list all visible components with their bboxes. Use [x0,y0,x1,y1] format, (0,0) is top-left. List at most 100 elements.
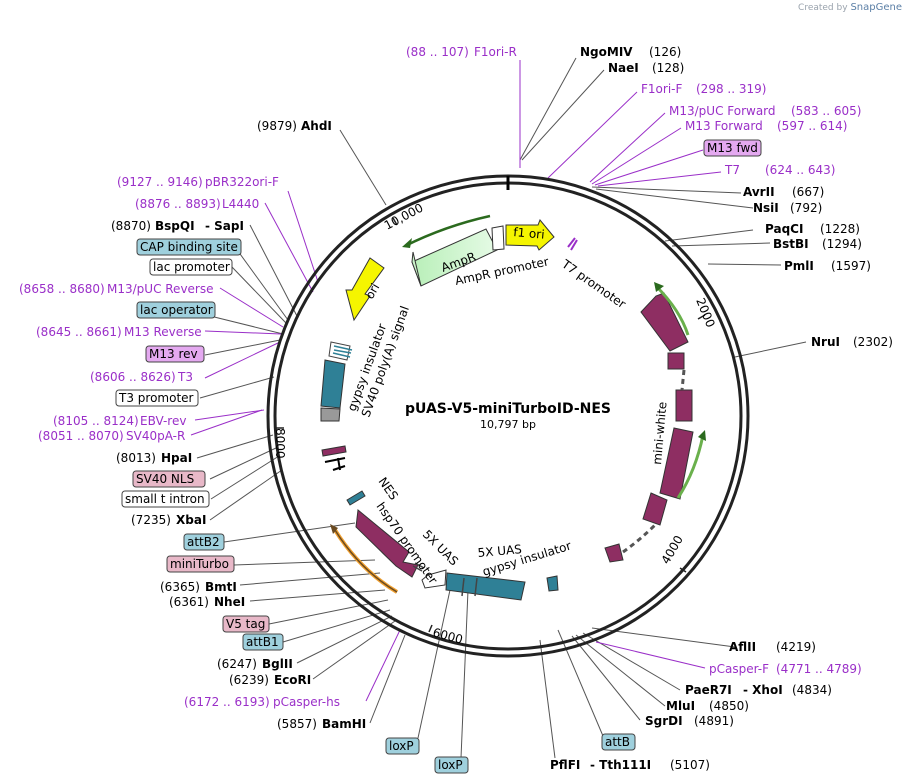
tick-label-4000: 4000 [658,533,685,566]
box-miniturbo-label: miniTurbo [170,557,229,571]
f1-ori-arrow[interactable] [505,219,555,251]
enzyme-nsii-pos: (792) [790,201,822,215]
box-cap-binding-site [136,238,242,256]
enzyme-ngomiv-pos: (126) [649,45,681,59]
box-t3-promoter-label: T3 promoter [118,391,194,405]
box-lac-operator [136,301,216,319]
enzyme-xbai-name: XbaI [176,513,206,527]
enzyme-ecori-name: EcoRI [274,673,311,687]
primer-m13puc-f-range: (583 .. 605) [791,104,861,118]
mini-white-exon-1[interactable] [667,352,685,370]
enzyme-ecori-pos: (6239) [229,673,269,687]
mini-white-exon-3[interactable] [659,427,694,500]
enzyme-avrii-name: AvrII [743,185,775,199]
tick-label-2000: 2000 [693,296,717,330]
nes-feature[interactable] [346,490,366,506]
enzyme-ahdi-pos: (9879) [257,119,297,133]
sv40-polya-tail [320,407,341,422]
primer-pcasper-f-range: (4771 .. 4789) [776,662,862,676]
uas-block[interactable] [445,572,526,601]
enzyme-xhoi-name: - XhoI [743,683,783,697]
miniturbo-arrow[interactable] [355,509,419,578]
box-sv40-nls-label: SV40 NLS [136,472,194,486]
box-attb [601,733,636,751]
primer-f1ori-r-range: (88 .. 107) [406,45,469,59]
miniturbo-direction-head [330,524,338,534]
primer-t3-name: T3 [177,370,193,384]
gypsy-insulator-right[interactable] [546,575,559,592]
box-attb1 [242,633,284,651]
box-small-t-intron [121,490,210,508]
enzyme-paqci-pos: (1228) [820,222,860,236]
ampr-direction-head [402,238,412,248]
enzyme-bamhi-pos: (5857) [277,717,317,731]
enzyme-bspqi-name: BspQI [155,219,195,233]
box-cap-binding-site-label: CAP binding site [140,240,238,254]
primer-t3-range: (8606 .. 8626) [90,370,176,384]
feature-mini-white: mini-white [650,401,669,465]
box-lac-operator-label: lac operator [140,303,213,317]
box-t3-promoter [115,389,199,407]
primer-pcasper-hs-name: pCasper-hs [273,695,340,709]
primer-ebv-name: EBV-rev [140,414,186,428]
primer-l4440-name: L4440 [222,197,259,211]
enzyme-paer7i-pos: (4834) [792,683,832,697]
primer-f1ori-f-range: (298 .. 319) [696,82,766,96]
feature-t7-promoter: T7 promoter [558,256,628,311]
primer-m13-r-range: (8645 .. 8661) [36,325,122,339]
box-loxp-1-label: loxP [389,739,414,753]
enzyme-nrui-name: NruI [811,335,840,349]
feature-f1-ori: f1 ori [513,225,545,242]
enzyme-bstbi-pos: (1294) [822,237,862,251]
enzyme-bspqi-pos: (8870) [111,219,151,233]
attb-marks [412,562,478,597]
enzyme-sapi-name: - SapI [205,219,244,233]
snapgene-logo: SnapGene [850,2,902,13]
enzyme-pmli-pos: (1597) [831,259,871,273]
enzyme-ahdi-name: AhdI [301,119,332,133]
primer-pcasper-f-name: pCasper-F [709,662,769,676]
ampr-arrowhead [411,251,422,287]
enzyme-bmti-name: BmtI [205,580,237,594]
enzyme-bglii-name: BglII [262,657,293,671]
features-layer [320,214,706,601]
mini-white-exon-4[interactable] [642,492,668,526]
primer-m13-f-name: M13 Forward [685,119,763,133]
box-attb1-label: attB1 [246,635,279,649]
primer-m13puc-r-name: M13/pUC Reverse [107,282,214,296]
feature-nes: NES [376,475,401,503]
tick-marks [276,217,706,633]
hsp70-promoter-arrow[interactable] [421,569,447,589]
ampr-direction-arrow [404,214,491,248]
enzyme-nhei-name: NheI [214,595,245,609]
box-loxp-2 [434,756,469,774]
primer-t7-name: T7 [724,163,740,177]
enzyme-aflii-name: AflII [729,640,756,654]
enzyme-bmti-pos: (6365) [160,580,200,594]
enzyme-aflii-pos: (4219) [776,640,816,654]
primer-f1ori-r-name: F1ori-R [474,45,517,59]
enzyme-nrui-pos: (2302) [853,335,893,349]
mini-white-exon-5[interactable] [604,543,624,563]
sv40-polya-arrow[interactable] [320,359,346,409]
primer-m13-r-name: M13 Reverse [124,325,202,339]
box-m13-fwd-label: M13 fwd [707,141,758,155]
mini-white-arrow-top[interactable] [640,292,689,352]
box-miniturbo [166,555,235,573]
primer-t7-range: (624 .. 643) [765,163,835,177]
enzyme-bglii-pos: (6247) [217,657,257,671]
box-loxp-1 [385,737,420,755]
sv40-nls[interactable] [321,445,347,457]
enzyme-nsii-name: NsiI [753,201,779,215]
mini-white-direction-head [654,282,664,292]
primer-pbr322-range: (9127 .. 9146) [117,175,203,189]
enzyme-avrii-pos: (667) [792,185,824,199]
mini-white-exon-2[interactable] [675,389,693,422]
enzyme-paqci-name: PaqCI [765,222,803,236]
box-m13-rev [145,345,205,363]
mini-white-direction-top [654,284,690,336]
box-lac-promoter-label: lac promoter [153,260,230,274]
mini-white-dashed [622,369,686,554]
primer-pcasper-hs-range: (6172 .. 6193) [184,695,270,709]
ori-arrow[interactable] [345,257,385,322]
